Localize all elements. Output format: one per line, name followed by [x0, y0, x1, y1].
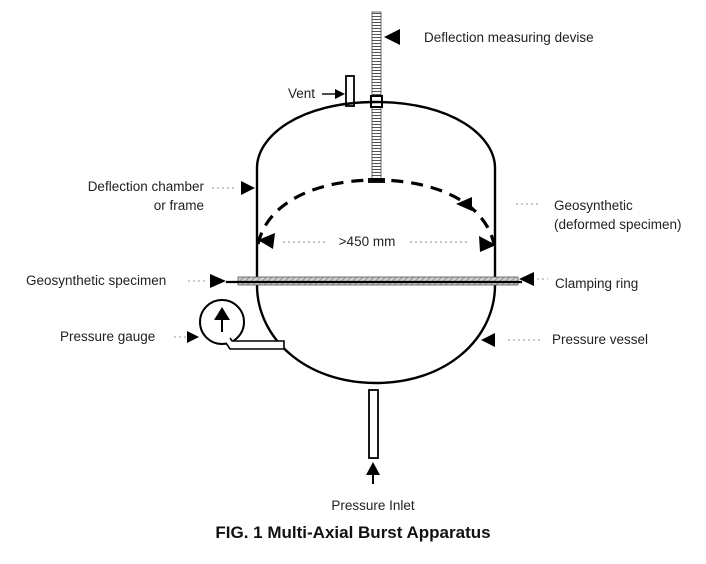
label-clamping-ring: Clamping ring [555, 276, 638, 291]
deformed-specimen-curve [256, 178, 496, 245]
label-pressure-inlet: Pressure Inlet [331, 498, 415, 513]
vent-tube [345, 75, 355, 107]
label-vent: Vent [288, 86, 315, 101]
pressure-vessel-outline [255, 284, 497, 385]
span-dimension [258, 233, 496, 252]
label-geo-specimen: Geosynthetic specimen [26, 273, 166, 288]
pressure-inlet-pipe [366, 389, 380, 484]
label-chamber-line2: or frame [154, 198, 204, 213]
figure-caption: FIG. 1 Multi-Axial Burst Apparatus [215, 523, 490, 542]
label-geo-deformed-line1: Geosynthetic [554, 198, 633, 213]
deflection-chamber-outline [255, 100, 497, 283]
label-deflection-device: Deflection measuring devise [424, 30, 594, 45]
label-span: >450 mm [339, 234, 396, 249]
label-pressure-gauge: Pressure gauge [60, 329, 155, 344]
label-chamber-line1: Deflection chamber [88, 179, 205, 194]
label-geo-deformed-line2: (deformed specimen) [554, 217, 682, 232]
leader-arrows [174, 29, 548, 347]
pressure-gauge [199, 299, 285, 350]
label-pressure-vessel: Pressure vessel [552, 332, 648, 347]
deflection-measuring-rod [368, 11, 385, 183]
